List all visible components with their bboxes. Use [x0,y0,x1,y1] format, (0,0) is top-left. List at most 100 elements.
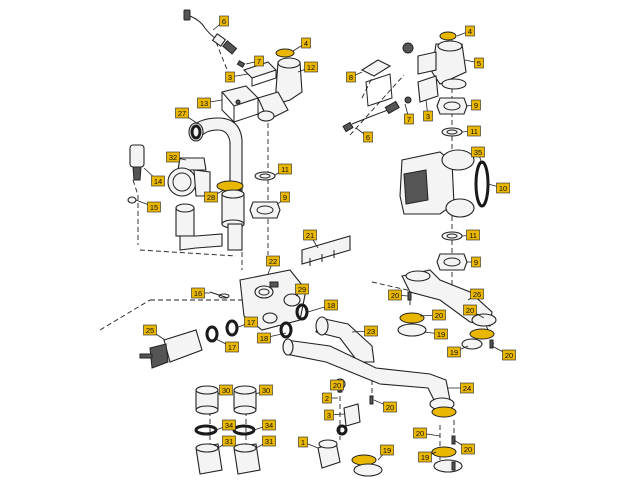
callout-c4a: 4 [301,37,311,49]
callout-box [471,146,485,158]
callout-c9c: 9 [471,256,481,268]
callout-c32: 32 [166,151,180,163]
callout-c3a: 3 [225,71,235,83]
left-washer-nut-stack [249,171,281,219]
callout-box [466,229,480,241]
callout-number: 15 [150,203,158,212]
callout-box [147,201,161,213]
callout-box [432,309,446,321]
callout-box [324,409,334,421]
callout-box [303,229,317,241]
callout-c6a: 6 [219,15,229,27]
callout-c20b: 20 [432,309,446,321]
callout-c17a: 17 [244,316,258,328]
callout-box [266,255,280,267]
safety-valve-assembly [127,144,211,204]
callout-c19a: 19 [434,328,448,340]
callout-box [222,435,236,447]
callout-box [280,191,290,203]
callout-box [151,175,165,187]
callout-number: 10 [499,184,507,193]
callout-c24: 24 [460,382,474,394]
callout-box [330,379,344,391]
callout-c35: 35 [471,146,485,158]
callout-number: 3 [228,73,232,82]
callout-number: 18 [327,301,335,310]
callout-box [259,384,273,396]
pipe-coupling [216,180,245,229]
callout-box [388,289,402,301]
callout-box [471,99,481,111]
callout-number: 1 [301,438,305,447]
callout-c15: 15 [147,201,161,213]
callout-box [502,349,516,361]
callout-number: 11 [469,231,477,240]
callout-box [219,15,229,27]
callout-number: 20 [464,445,472,454]
callout-number: 18 [260,334,268,343]
callout-number: 31 [225,437,233,446]
callout-number: 35 [474,148,482,157]
callout-number: 21 [306,231,314,240]
callout-number: 20 [391,291,399,300]
callout-number: 7 [407,115,411,124]
callout-c8: 8 [346,71,356,83]
callout-c13: 13 [197,97,211,109]
callout-number: 19 [383,446,391,455]
callout-box [143,324,157,336]
callout-c30b: 30 [259,384,273,396]
callout-box [467,125,481,137]
callout-number: 6 [366,133,370,142]
callout-number: 20 [505,351,513,360]
callout-number: 28 [207,193,215,202]
callout-box [383,401,397,413]
right-washer-nut-stack-lower [436,231,468,271]
long-connecting-pipes [282,316,457,418]
callout-number: 11 [281,165,289,174]
drain-pipe-assembly [175,203,243,251]
callout-box [380,444,394,456]
callout-box [175,107,189,119]
callout-number: 4 [304,39,308,48]
callout-number: 4 [468,27,472,36]
callout-number: 11 [470,127,478,136]
callout-c10: 10 [496,182,510,194]
callout-number: 31 [265,437,273,446]
callout-number: 9 [283,193,287,202]
callout-c28: 28 [204,191,218,203]
callout-c14: 14 [151,175,165,187]
bottom-right-washers [431,435,463,473]
callout-c7b: 7 [404,113,414,125]
callout-box [197,97,211,109]
callout-c3b: 3 [423,110,433,122]
callout-box [364,325,378,337]
callout-number: 19 [450,348,458,357]
locking-pin [209,291,230,299]
callout-c30a: 30 [219,384,233,396]
callout-box [298,436,308,448]
callout-number: 20 [435,311,443,320]
callout-number: 9 [474,258,478,267]
callout-number: 16 [194,289,202,298]
callout-box [324,299,338,311]
callout-c5: 5 [474,57,484,69]
callout-box [262,419,276,431]
callout-number: 6 [222,17,226,26]
callout-number: 23 [367,327,375,336]
callout-box [166,151,180,163]
callout-box [225,341,239,353]
callout-c18b: 18 [257,332,271,344]
callout-number: 29 [298,285,306,294]
spring-plate [301,235,351,266]
callout-number: 20 [333,381,341,390]
callout-number: 12 [307,63,315,72]
callout-c3c: 3 [324,409,334,421]
callout-c20g: 20 [413,427,427,439]
callout-number: 7 [257,57,261,66]
callout-box [204,191,218,203]
callout-box [413,427,427,439]
callout-number: 5 [477,59,481,68]
callout-box [363,131,373,143]
